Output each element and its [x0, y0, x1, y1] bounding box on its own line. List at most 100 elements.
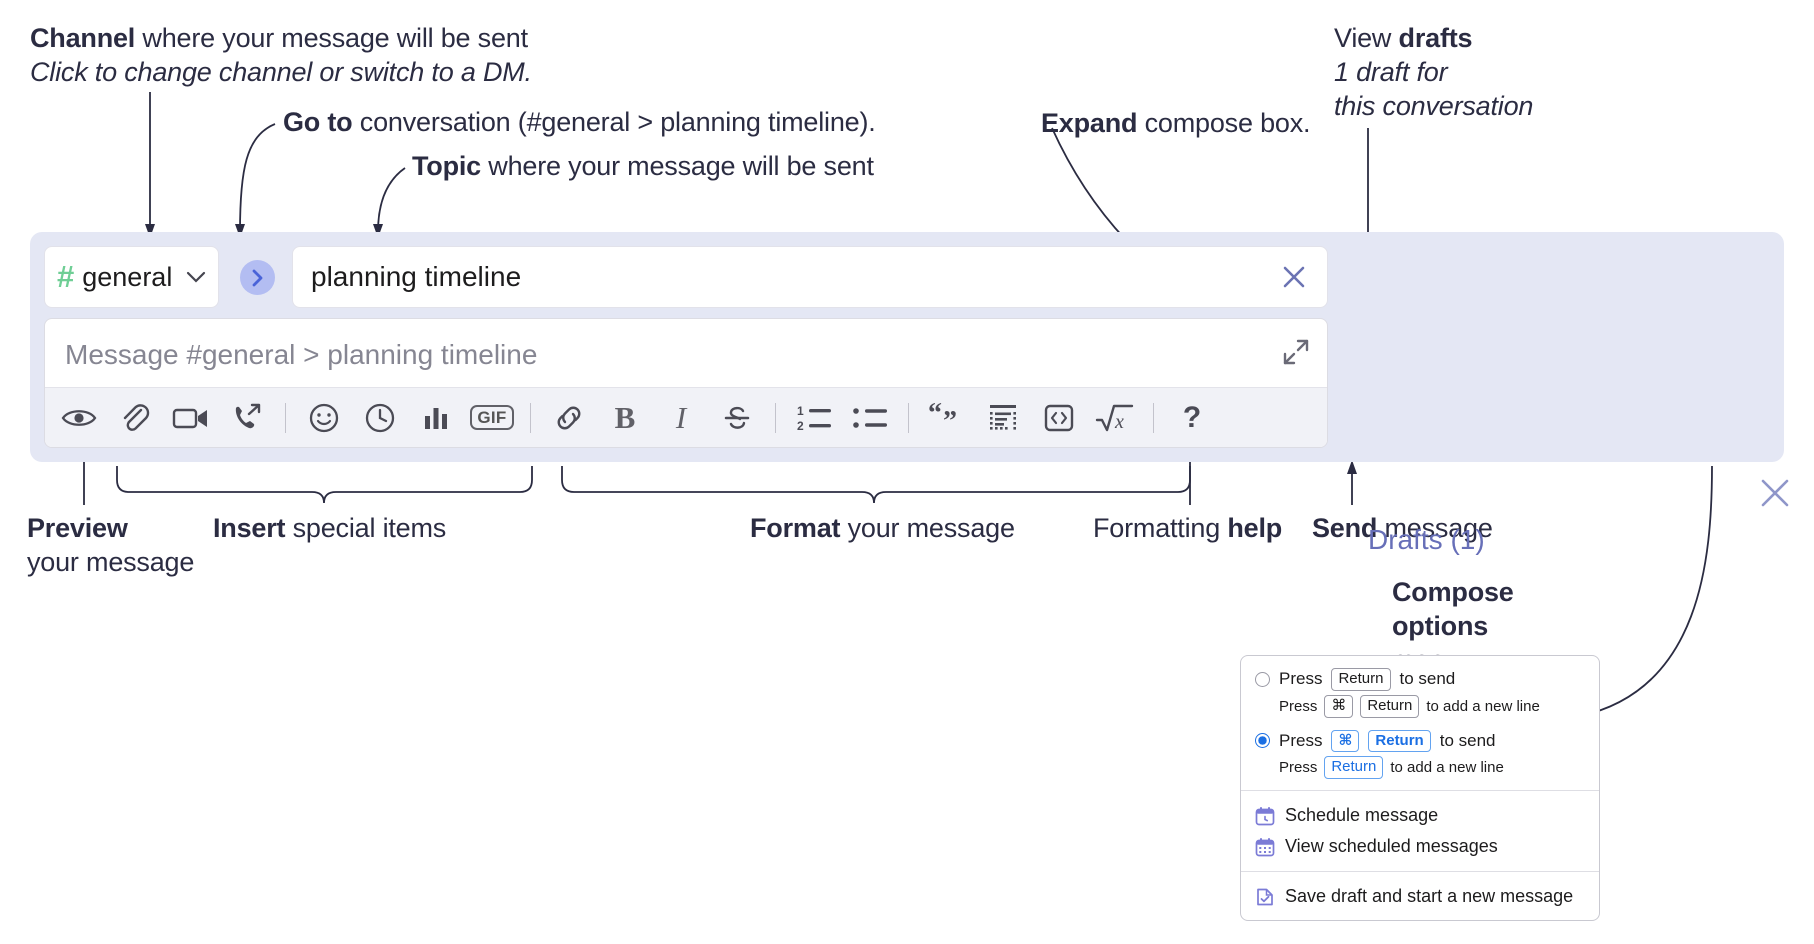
option2-key-cmd: ⌘: [1331, 729, 1360, 753]
gif-icon[interactable]: GIF: [464, 388, 520, 448]
menu-option-return-sub: Press ⌘ Return to add a new line: [1241, 693, 1599, 720]
annotation-insert-rest: special items: [285, 513, 447, 543]
option2-suffix: to send: [1439, 730, 1496, 750]
annotation-send-rest: message: [1377, 513, 1493, 543]
annotation-help-plain: Formatting: [1093, 513, 1228, 543]
go-to-conversation-button[interactable]: [240, 260, 275, 295]
hash-icon: #: [57, 258, 75, 294]
menu-item-save-draft[interactable]: Save draft and start a new message: [1241, 881, 1599, 912]
phone-icon[interactable]: [219, 388, 275, 448]
annotation-help: Formatting help: [1093, 512, 1282, 546]
menu-item-schedule-message[interactable]: Schedule message: [1241, 800, 1599, 831]
question-mark-icon[interactable]: ?: [1164, 388, 1220, 448]
bold-icon[interactable]: B: [597, 388, 653, 448]
chevron-down-icon: [186, 267, 206, 288]
option1-prefix: Press: [1279, 669, 1323, 689]
option1-suffix: to send: [1399, 669, 1456, 689]
blockquote-icon[interactable]: “ ”: [919, 388, 975, 448]
menu-item-label: Schedule message: [1285, 805, 1439, 825]
calendar-clock-icon: [1255, 806, 1275, 826]
message-input-box[interactable]: Message #general > planning timeline: [44, 318, 1328, 448]
formatting-toolbar: GIF B I: [45, 387, 1327, 447]
channel-name: general: [82, 261, 173, 292]
option1-sub-key-return: Return: [1360, 694, 1420, 718]
svg-text:“: “: [928, 403, 942, 429]
expand-icon[interactable]: [1281, 337, 1311, 367]
svg-text:x: x: [1114, 411, 1124, 433]
menu-item-view-scheduled-messages[interactable]: View scheduled messages: [1241, 831, 1599, 862]
ordered-list-icon[interactable]: 1 2: [786, 388, 842, 448]
bulleted-list-icon[interactable]: [842, 388, 898, 448]
annotation-compose-bold2: options: [1392, 610, 1489, 641]
annotation-channel-bold: Channel: [30, 23, 136, 53]
option2-key-return: Return: [1368, 729, 1431, 753]
annotation-format-rest: your message: [840, 513, 1015, 543]
menu-option-cmd-return-to-send[interactable]: Press ⌘ Return to send: [1241, 728, 1599, 755]
drafts-link[interactable]: Drafts (1): [1368, 524, 1485, 555]
svg-text:”: ”: [943, 406, 957, 433]
option1-sub-suffix: to add a new line: [1426, 697, 1540, 715]
annotation-drafts-sub1: 1 draft for: [1334, 56, 1448, 87]
annotation-drafts: View drafts 1 draft for this conversatio…: [1334, 22, 1533, 123]
annotation-format: Format your message: [750, 512, 1015, 546]
close-icon[interactable]: [1758, 476, 1792, 515]
option1-key-return: Return: [1331, 668, 1391, 691]
menu-option-return-to-send[interactable]: Press Return to send: [1241, 666, 1599, 693]
video-icon[interactable]: [163, 388, 219, 448]
eye-icon[interactable]: [51, 388, 107, 448]
calendar-grid-icon: [1255, 837, 1275, 857]
annotation-goto: Go to conversation (#general > planning …: [283, 106, 876, 140]
menu-item-label: Save draft and start a new message: [1285, 886, 1574, 906]
paperclip-icon[interactable]: [107, 388, 163, 448]
link-icon[interactable]: [541, 388, 597, 448]
annotation-topic-rest: where your message will be sent: [481, 151, 874, 181]
annotation-expand: Expand compose box.: [1041, 107, 1311, 141]
strikethrough-icon[interactable]: [709, 388, 765, 448]
code-icon[interactable]: [1031, 388, 1087, 448]
toolbar-divider-1: [285, 402, 286, 433]
menu-option-cmd-return-sub: Press Return to add a new line: [1241, 754, 1599, 781]
math-icon[interactable]: x: [1087, 388, 1143, 448]
menu-item-label: View scheduled messages: [1285, 836, 1498, 856]
annotation-preview-rest: your message: [27, 546, 195, 577]
italic-icon[interactable]: I: [653, 388, 709, 448]
radio-selected[interactable]: [1255, 733, 1270, 749]
svg-text:2: 2: [797, 419, 804, 433]
option2-prefix: Press: [1279, 730, 1323, 750]
code-block-icon[interactable]: [975, 388, 1031, 448]
help-label: ?: [1182, 400, 1202, 434]
annotation-channel-rest: where your message will be sent: [135, 23, 528, 53]
bold-label: B: [614, 399, 636, 435]
annotation-channel: Channel where your message will be sent …: [30, 22, 532, 90]
channel-selector[interactable]: # general: [44, 246, 219, 308]
toolbar-divider-4: [908, 402, 909, 433]
menu-divider-1: [1241, 790, 1599, 791]
menu-divider-2: [1241, 871, 1599, 872]
annotation-channel-sub: Click to change channel or switch to a D…: [30, 56, 532, 87]
annotation-help-bold: help: [1227, 513, 1283, 543]
annotation-preview: Preview your message: [27, 512, 194, 580]
option2-sub-key-return: Return: [1324, 756, 1384, 779]
clock-icon[interactable]: [352, 388, 408, 448]
save-draft-icon: [1255, 887, 1275, 907]
gif-label: GIF: [470, 405, 514, 430]
radio-unselected[interactable]: [1255, 671, 1270, 687]
annotation-drafts-sub2: this conversation: [1334, 90, 1534, 121]
compose-options-menu: Press Return to send Press ⌘ Return to a…: [1240, 655, 1600, 921]
annotation-goto-rest: conversation (#general > planning timeli…: [352, 107, 876, 137]
topic-input[interactable]: planning timeline: [292, 246, 1328, 308]
option1-sub-key-cmd: ⌘: [1324, 694, 1354, 718]
option2-sub-prefix: Press: [1279, 759, 1318, 777]
italic-label: I: [675, 399, 687, 435]
emoji-icon[interactable]: [296, 388, 352, 448]
annotation-send-bold: Send: [1312, 513, 1378, 543]
annotation-topic-bold: Topic: [412, 151, 481, 181]
poll-icon[interactable]: [408, 388, 464, 448]
annotation-insert-bold: Insert: [213, 513, 286, 543]
option2-sub-suffix: to add a new line: [1390, 759, 1504, 777]
channel-row: # general planning timeline: [44, 246, 1328, 308]
annotation-insert: Insert special items: [213, 512, 446, 546]
annotation-drafts-plain: View: [1334, 23, 1399, 53]
compose-panel: # general planning timeline Message #gen…: [30, 232, 1789, 738]
close-icon[interactable]: [1279, 262, 1309, 292]
